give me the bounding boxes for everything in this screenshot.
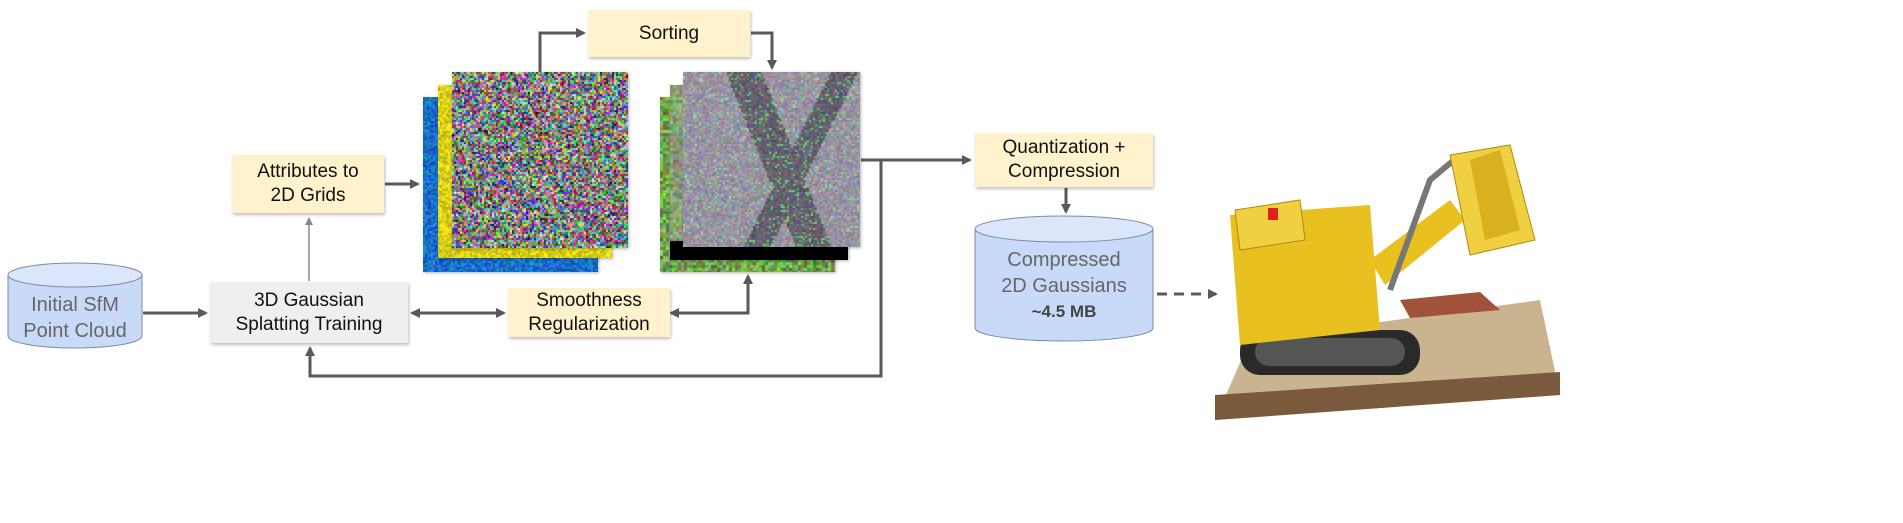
attributes-line1: Attributes to [257,160,358,184]
attributes-line2: 2D Grids [271,184,346,208]
quantization-box: Quantization + Compression [975,133,1153,187]
compressed-line1: Compressed [1007,247,1120,273]
compressed-line2: 2D Gaussians [1001,273,1127,299]
sorting-box: Sorting [588,10,750,57]
compressed-size: ~4.5 MB [1032,299,1097,325]
point-cloud-line2: Point Cloud [23,318,126,344]
arrow-smoothness-sorted [671,276,748,313]
training-line1: 3D Gaussian [254,289,364,313]
training-box: 3D Gaussian Splatting Training [210,282,408,343]
quantization-line2: Compression [1008,160,1120,184]
sorting-label: Sorting [639,22,699,46]
compressed-label: Compressed 2D Gaussians ~4.5 MB [975,246,1153,326]
point-cloud-label: Initial SfM Point Cloud [8,290,142,346]
smoothness-line2: Regularization [528,313,649,337]
attribute-grid-unsorted [452,72,628,248]
smoothness-line1: Smoothness [536,289,642,313]
point-cloud-line1: Initial SfM [31,292,119,318]
training-line2: Splatting Training [236,313,383,337]
arrow-grids-to-sorting [540,33,584,72]
arrow-sorting-to-sorted [751,33,772,68]
attributes-box: Attributes to 2D Grids [232,155,384,213]
quantization-line1: Quantization + [1002,136,1125,160]
rendered-scene-image [1215,145,1560,420]
sorted-grid-front [683,72,860,247]
smoothness-box: Smoothness Regularization [508,288,670,337]
